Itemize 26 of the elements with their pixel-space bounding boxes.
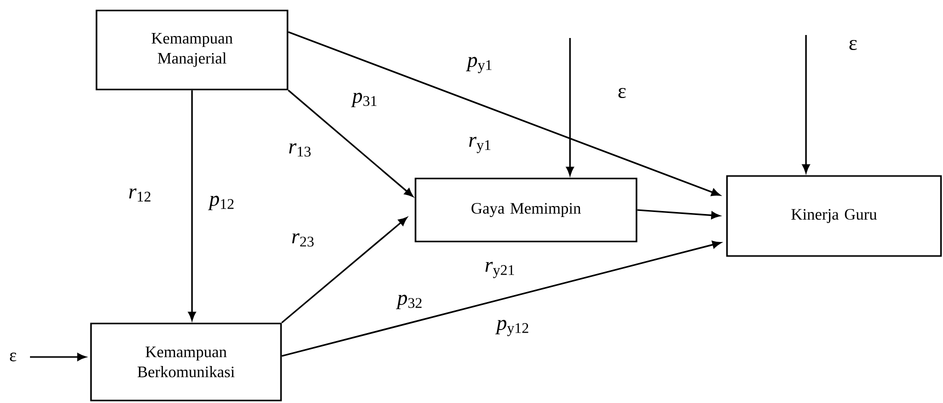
- arrow: [30, 353, 86, 361]
- path-coefficient: r$_{12}$: [129, 188, 150, 202]
- error-term: ε: [849, 40, 857, 50]
- variable-box: Kemampuan Berkomunikasi: [90, 322, 282, 402]
- error-term: ε: [618, 88, 626, 98]
- arrow: [281, 217, 408, 324]
- path-coefficient: p$_{y1}$: [466, 56, 492, 74]
- variable-box: Kemampuan Manajerial: [96, 10, 288, 90]
- path-coefficient: p$_{12}$: [208, 196, 234, 210]
- arrow: [288, 90, 414, 197]
- error-term: ε: [10, 352, 16, 362]
- variable-box: Gaya Memimpin: [414, 178, 638, 242]
- variable-box: Kinerja Guru: [726, 175, 942, 257]
- arrow: [288, 31, 720, 196]
- path-coefficient: p$_{y12}$: [495, 320, 528, 336]
- path-coefficient: p$_{31}$: [350, 92, 376, 108]
- arrow: [566, 38, 574, 176]
- path-coefficient: r$_{y21}$: [485, 262, 514, 278]
- path-coefficient: r$_{y1}$: [469, 136, 490, 154]
- arrow: [802, 35, 810, 173]
- path-coefficient: r$_{13}$: [289, 143, 311, 157]
- path-coefficient: p$_{32}$: [396, 294, 422, 310]
- arrow: [637, 209, 720, 220]
- arrow: [188, 90, 196, 320]
- path-coefficient: r$_{23}$: [292, 233, 314, 247]
- arrow: [282, 240, 722, 357]
